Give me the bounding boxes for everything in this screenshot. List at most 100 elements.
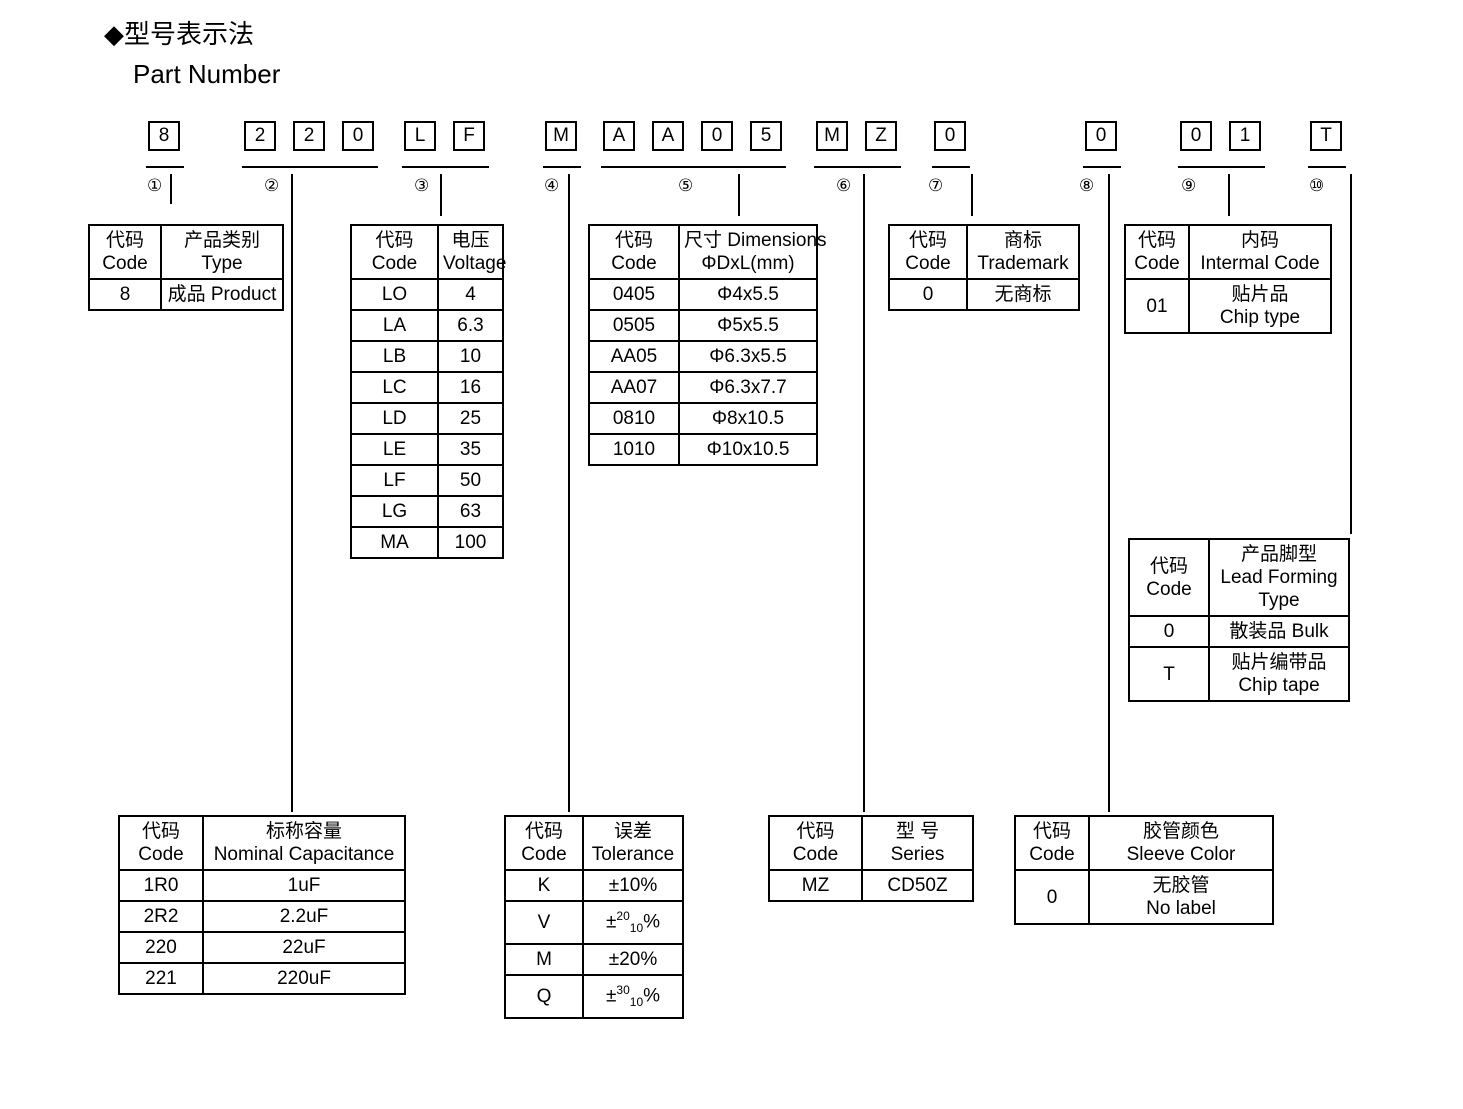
group-bar-1: [146, 166, 184, 168]
internal-code-code: 01: [1124, 278, 1190, 334]
group-marker-8: ⑧: [1079, 176, 1095, 195]
table-row: 8 成品 Product: [88, 278, 284, 311]
dimensions-header-code: 代码 Code: [588, 224, 680, 280]
capacitance-code: 2R2: [118, 900, 204, 933]
table-sleeve-color: 代码 Code 胶管颜色 Sleeve Color 0 无胶管 No label: [1014, 815, 1274, 925]
connector-line-3: [440, 174, 442, 216]
voltage-code: LD: [350, 402, 439, 435]
table-row: Q ±3010%: [504, 974, 684, 1020]
lead-forming-code: 0: [1128, 615, 1210, 648]
group-bar-2: [242, 166, 378, 168]
voltage-code: LC: [350, 371, 439, 404]
table-row: MZ CD50Z: [768, 869, 974, 902]
code-char-5-2: A: [652, 121, 684, 151]
table-row-header: 代码 Code 标称容量 Nominal Capacitance: [118, 815, 406, 871]
lead-forming-code: T: [1128, 646, 1210, 702]
connector-line-2: [291, 174, 293, 812]
table-tolerance: 代码 Code 误差 Tolerance K ±10% V ±2010% M ±…: [504, 815, 684, 1020]
table-type: 代码 Code 产品类别 Type 8 成品 Product: [88, 224, 284, 311]
dimensions-header-label: 尺寸 Dimensions ΦDxL(mm): [678, 224, 827, 280]
table-row-header: 代码 Code 尺寸 Dimensions ΦDxL(mm): [588, 224, 827, 280]
code-char-4-1: M: [545, 121, 577, 151]
trademark-code: 0: [888, 278, 968, 311]
group-marker-10: ⑩: [1309, 176, 1325, 195]
group-bar-3: [402, 166, 489, 168]
group-marker-6: ⑥: [836, 176, 852, 195]
table-series: 代码 Code 型 号 Series MZ CD50Z: [768, 815, 974, 902]
tolerance-code: V: [504, 899, 584, 946]
tolerance-value: ±2010%: [582, 899, 684, 946]
voltage-header-label: 电压 Voltage: [437, 224, 506, 280]
table-row: 0 无胶管 No label: [1014, 869, 1274, 925]
group-marker-9: ⑨: [1181, 176, 1197, 195]
voltage-value: 35: [437, 433, 504, 466]
series-value: CD50Z: [861, 869, 974, 902]
voltage-value: 10: [437, 340, 504, 373]
trademark-header-label: 商标 Trademark: [966, 224, 1080, 280]
table-row-header: 代码 Code 电压 Voltage: [350, 224, 506, 280]
lead-forming-value: 散装品 Bulk: [1208, 615, 1350, 648]
voltage-header-code: 代码 Code: [350, 224, 439, 280]
group-bar-9: [1178, 166, 1265, 168]
group-marker-3: ③: [414, 176, 430, 195]
code-char-2-3: 0: [342, 121, 374, 151]
table-row: 0 无商标: [888, 278, 1080, 311]
voltage-code: LG: [350, 495, 439, 528]
code-char-5-1: A: [603, 121, 635, 151]
series-header-label: 型 号 Series: [861, 815, 974, 871]
type-row-value: 成品 Product: [160, 278, 284, 311]
capacitance-value: 220uF: [202, 962, 406, 995]
voltage-value: 100: [437, 526, 504, 559]
group-marker-4: ④: [544, 176, 560, 195]
voltage-code: LA: [350, 309, 439, 342]
sleeve-color-header-label: 胶管颜色 Sleeve Color: [1088, 815, 1274, 871]
dimensions-value: Φ6.3x7.7: [678, 371, 818, 404]
series-header-code: 代码 Code: [768, 815, 863, 871]
dimensions-value: Φ6.3x5.5: [678, 340, 818, 373]
capacitance-header-code: 代码 Code: [118, 815, 204, 871]
group-marker-7: ⑦: [928, 176, 944, 195]
voltage-value: 4: [437, 278, 504, 311]
voltage-code: LE: [350, 433, 439, 466]
voltage-code: MA: [350, 526, 439, 559]
tolerance-header-code: 代码 Code: [504, 815, 584, 871]
table-row: T 贴片编带品 Chip tape: [1128, 646, 1350, 702]
page-title-cn: ◆型号表示法: [104, 19, 254, 49]
table-row-header: 代码 Code 商标 Trademark: [888, 224, 1080, 280]
voltage-code: LF: [350, 464, 439, 497]
group-marker-2: ②: [264, 176, 280, 195]
dimensions-value: Φ5x5.5: [678, 309, 818, 342]
dimensions-code: AA07: [588, 371, 680, 404]
table-row: K ±10%: [504, 869, 684, 902]
lead-forming-header-code: 代码 Code: [1128, 538, 1210, 617]
table-lead-forming: 代码 Code 产品脚型 Lead Forming Type 0 散装品 Bul…: [1128, 538, 1350, 702]
capacitance-code: 1R0: [118, 869, 204, 902]
group-bar-8: [1083, 166, 1121, 168]
tolerance-code: K: [504, 869, 584, 902]
voltage-value: 63: [437, 495, 504, 528]
table-row-header: 代码 Code 内码 Intermal Code: [1124, 224, 1332, 280]
voltage-value: 6.3: [437, 309, 504, 342]
tolerance-code: M: [504, 943, 584, 977]
code-char-6-2: Z: [865, 121, 897, 151]
page-title-en: Part Number: [133, 59, 281, 89]
voltage-code: LB: [350, 340, 439, 373]
code-char-2-1: 2: [244, 121, 276, 151]
dimensions-code: 0405: [588, 278, 680, 311]
table-internal-code: 代码 Code 内码 Intermal Code 01 贴片品 Chip typ…: [1124, 224, 1332, 334]
table-row-header: 代码 Code 误差 Tolerance: [504, 815, 684, 871]
capacitance-code: 220: [118, 931, 204, 964]
sleeve-color-code: 0: [1014, 869, 1090, 925]
